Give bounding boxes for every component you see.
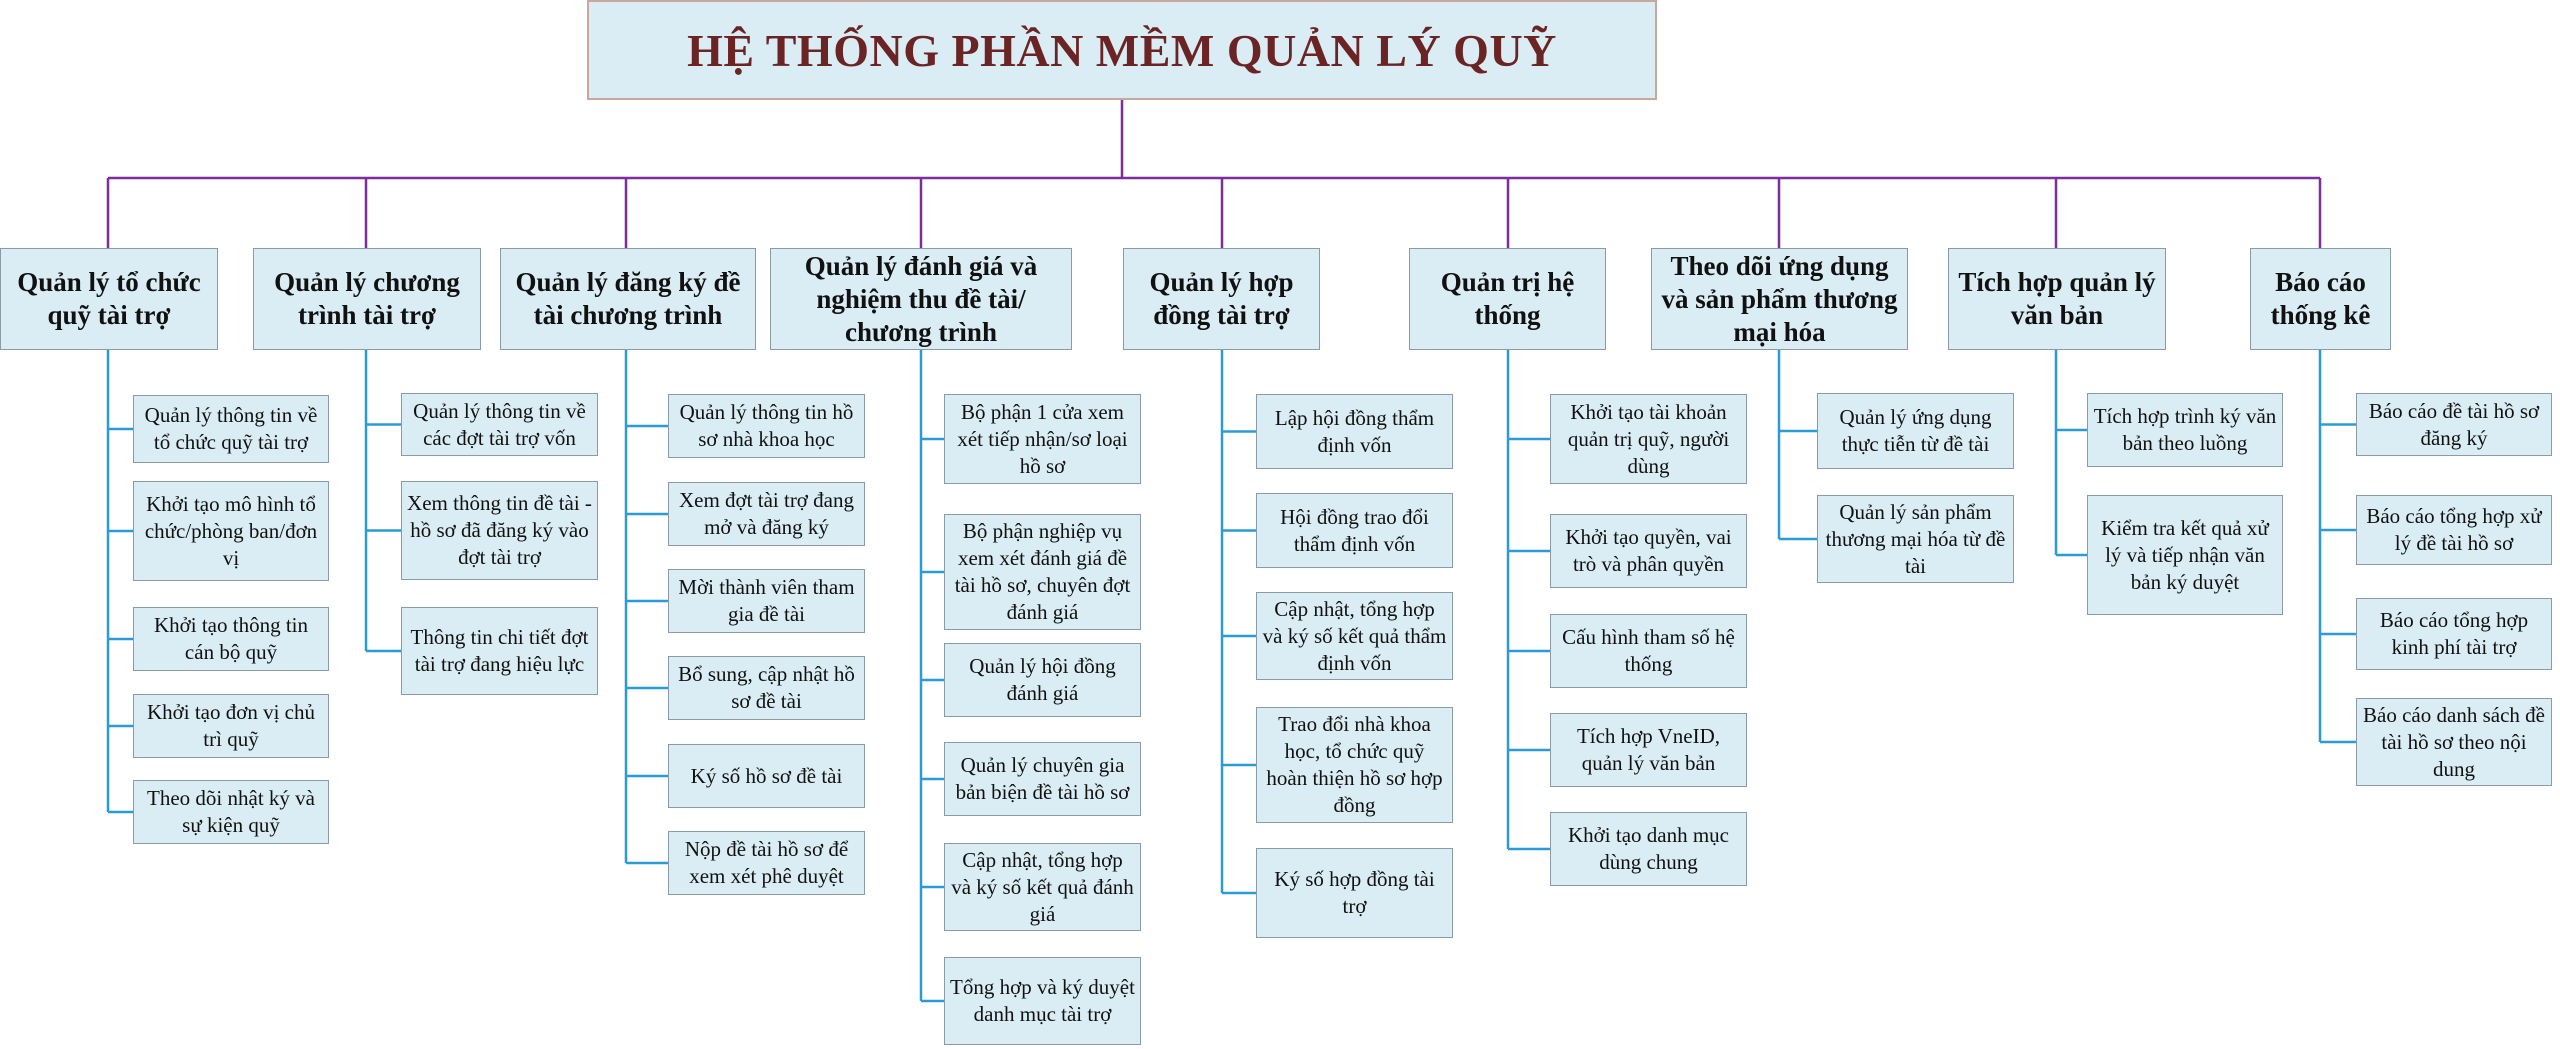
subfunction-box: Khởi tạo mô hình tổ chức/phòng ban/đơn v…	[133, 481, 329, 581]
category-box: Quản lý hợp đồng tài trợ	[1123, 248, 1320, 350]
subfunction-box: Bộ phận 1 cửa xem xét tiếp nhận/sơ loại …	[944, 394, 1141, 484]
subfunction-box: Cập nhật, tổng hợp và ký số kết quả thẩm…	[1256, 592, 1453, 680]
subfunction-box: Bộ phận nghiệp vụ xem xét đánh giá đề tà…	[944, 514, 1141, 630]
subfunction-box: Theo dõi nhật ký và sự kiện quỹ	[133, 780, 329, 844]
subfunction-box: Quản lý ứng dụng thực tiễn từ đề tài	[1817, 393, 2014, 469]
subfunction-box: Kiểm tra kết quả xử lý và tiếp nhận văn …	[2087, 495, 2283, 615]
subfunction-box: Trao đổi nhà khoa học, tổ chức quỹ hoàn …	[1256, 707, 1453, 823]
subfunction-box: Hội đồng trao đổi thẩm định vốn	[1256, 493, 1453, 568]
subfunction-box: Báo cáo danh sách đề tài hồ sơ theo nội …	[2356, 698, 2552, 786]
subfunction-box: Quản lý thông tin hồ sơ nhà khoa học	[668, 394, 865, 458]
subfunction-box: Quản lý chuyên gia bản biện đề tài hồ sơ	[944, 742, 1141, 816]
chart-title: HỆ THỐNG PHẦN MỀM QUẢN LÝ QUỸ	[587, 0, 1657, 100]
category-box: Tích hợp quản lý văn bản	[1948, 248, 2166, 350]
subfunction-box: Bổ sung, cập nhật hồ sơ đề tài	[668, 656, 865, 720]
category-box: Theo dõi ứng dụng và sản phẩm thương mại…	[1651, 248, 1908, 350]
subfunction-box: Thông tin chi tiết đợt tài trợ đang hiệu…	[401, 607, 598, 695]
category-box: Quản lý đánh giá và nghiệm thu đề tài/ c…	[770, 248, 1072, 350]
subfunction-box: Quản lý thông tin về các đợt tài trợ vốn	[401, 393, 598, 456]
subfunction-box: Quản lý hội đồng đánh giá	[944, 643, 1141, 717]
subfunction-box: Tổng hợp và ký duyệt danh mục tài trợ	[944, 957, 1141, 1045]
subfunction-box: Quản lý thông tin về tổ chức quỹ tài trợ	[133, 395, 329, 463]
subfunction-box: Khởi tạo tài khoản quản trị quỹ, người d…	[1550, 394, 1747, 484]
category-box: Quản lý chương trình tài trợ	[253, 248, 481, 350]
category-box: Quản lý đăng ký đề tài chương trình	[500, 248, 756, 350]
subfunction-box: Cập nhật, tổng hợp và ký số kết quả đánh…	[944, 843, 1141, 931]
category-box: Báo cáo thống kê	[2250, 248, 2391, 350]
subfunction-box: Xem đợt tài trợ đang mở và đăng ký	[668, 482, 865, 546]
subfunction-box: Tích hợp trình ký văn bản theo luồng	[2087, 393, 2283, 467]
subfunction-box: Mời thành viên tham gia đề tài	[668, 569, 865, 633]
subfunction-box: Quản lý sản phẩm thương mại hóa từ đề tà…	[1817, 495, 2014, 583]
subfunction-box: Báo cáo tổng hợp xử lý đề tài hồ sơ	[2356, 495, 2552, 565]
subfunction-box: Lập hội đồng thẩm định vốn	[1256, 394, 1453, 469]
category-box: Quản trị hệ thống	[1409, 248, 1606, 350]
subfunction-box: Báo cáo đề tài hồ sơ đăng ký	[2356, 393, 2552, 456]
subfunction-box: Ký số hồ sơ đề tài	[668, 744, 865, 808]
category-box: Quản lý tổ chức quỹ tài trợ	[0, 248, 218, 350]
subfunction-box: Xem thông tin đề tài - hồ sơ đã đăng ký …	[401, 481, 598, 580]
subfunction-box: Báo cáo tổng hợp kinh phí tài trợ	[2356, 598, 2552, 670]
subfunction-box: Khởi tạo danh mục dùng chung	[1550, 812, 1747, 886]
subfunction-box: Khởi tạo đơn vị chủ trì quỹ	[133, 694, 329, 758]
subfunction-box: Khởi tạo quyền, vai trò và phân quyền	[1550, 514, 1747, 588]
subfunction-box: Khởi tạo thông tin cán bộ quỹ	[133, 607, 329, 671]
subfunction-box: Tích hợp VneID, quản lý văn bản	[1550, 713, 1747, 787]
subfunction-box: Ký số hợp đồng tài trợ	[1256, 848, 1453, 938]
subfunction-box: Nộp đề tài hồ sơ để xem xét phê duyệt	[668, 831, 865, 895]
subfunction-box: Cấu hình tham số hệ thống	[1550, 614, 1747, 688]
